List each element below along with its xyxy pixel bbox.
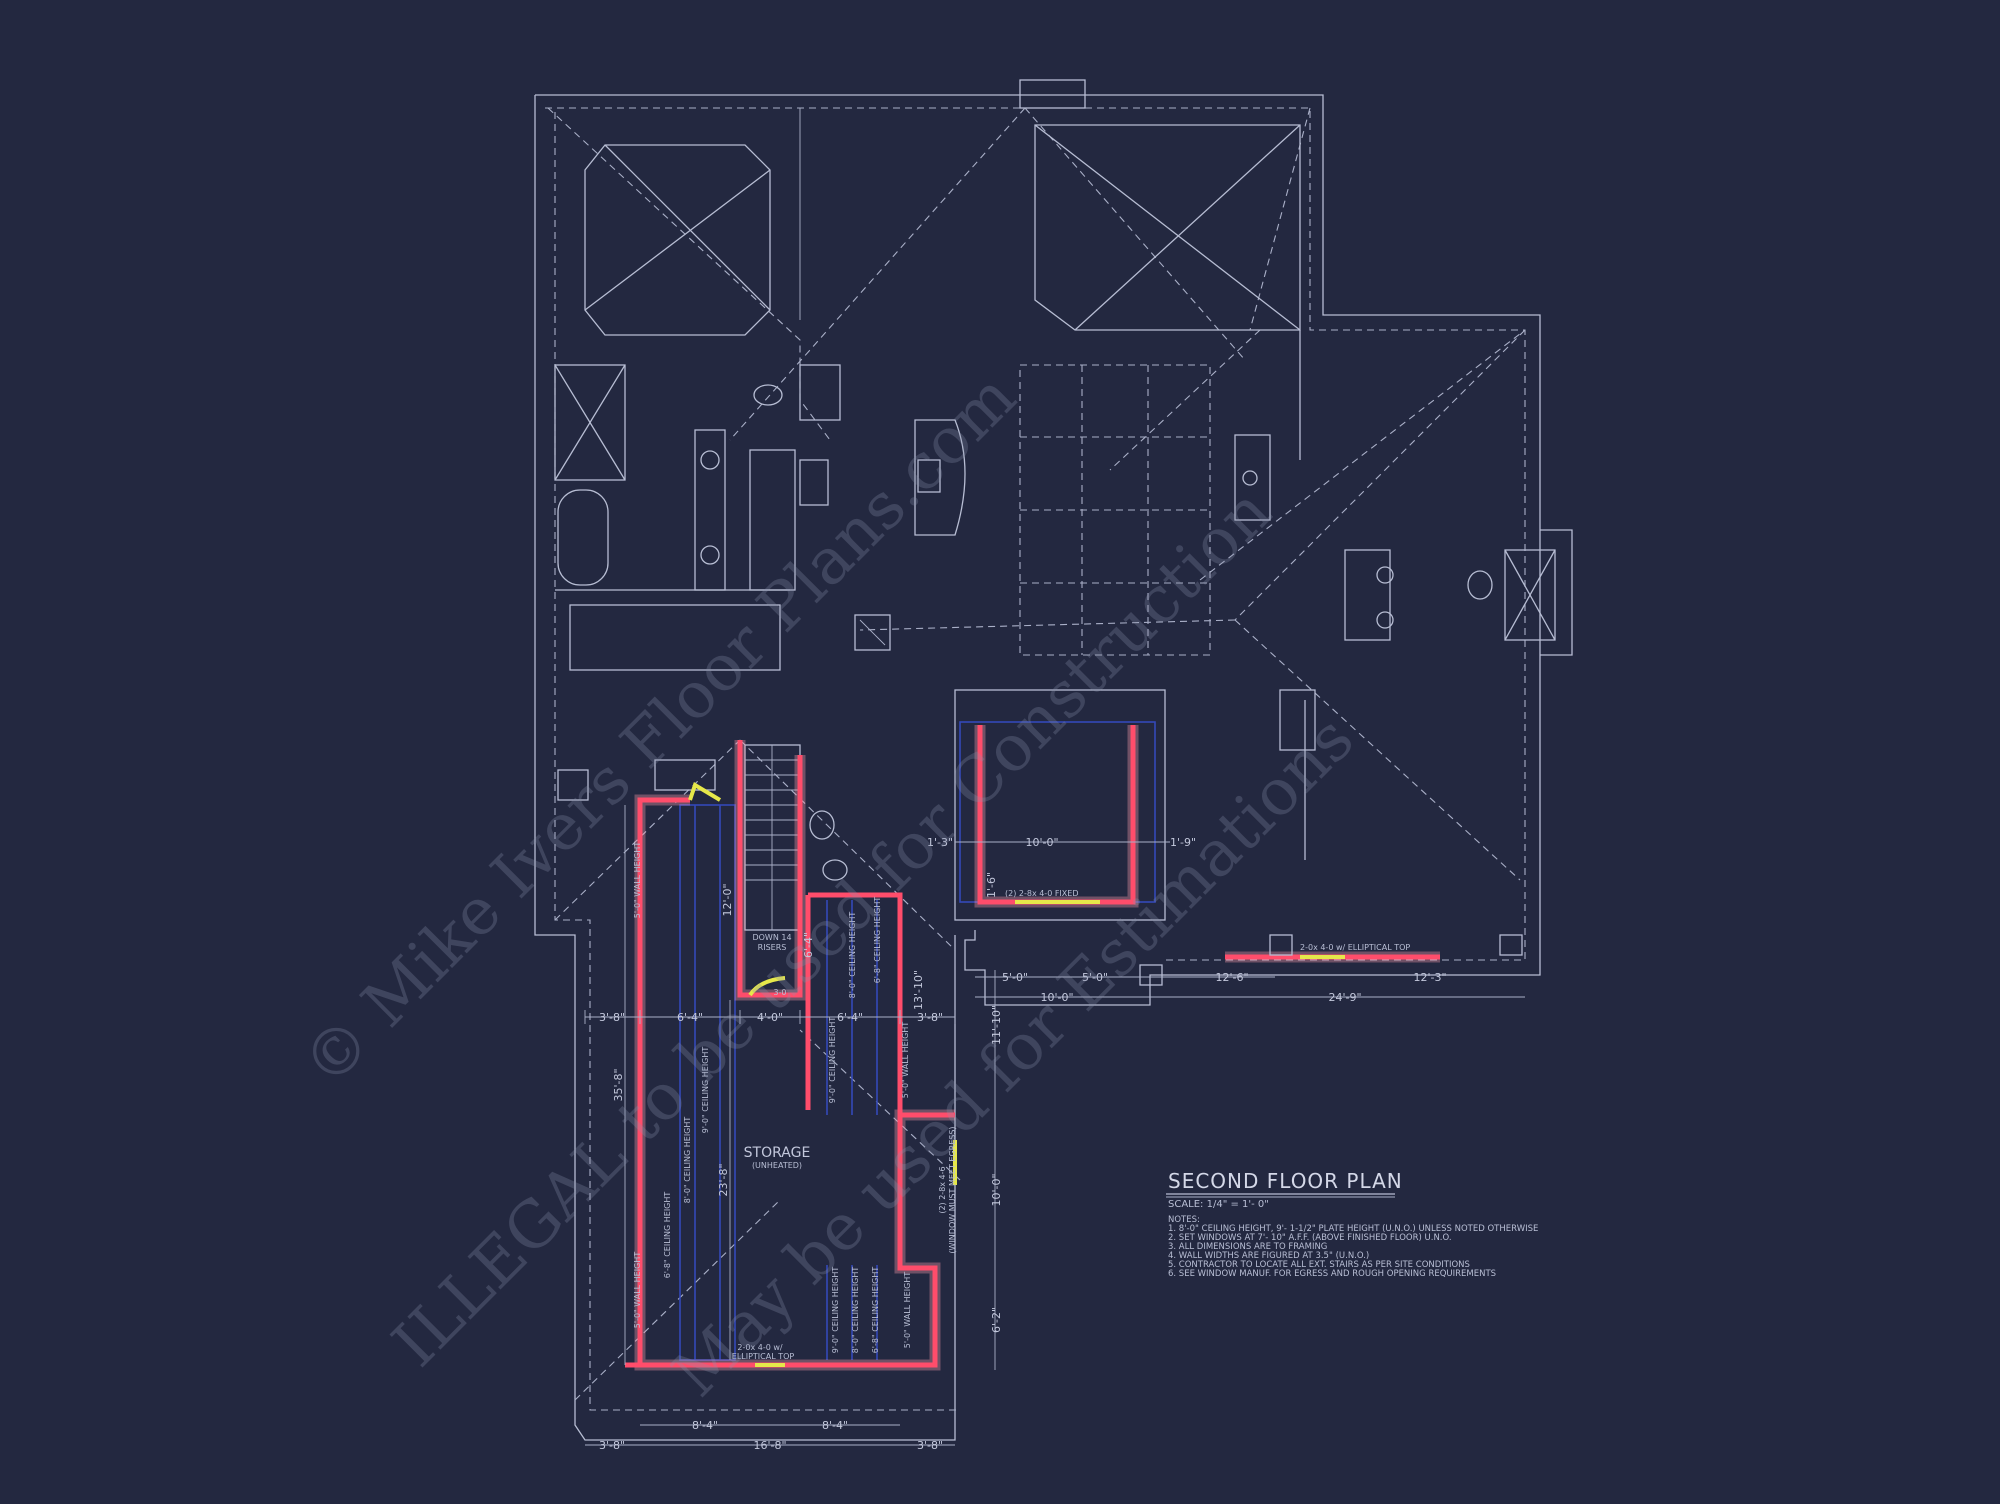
dim-side-6-2: 6'-2" — [990, 1307, 1003, 1333]
dim-wing-12-6: 12'-6" — [1215, 971, 1248, 984]
sink-icon — [700, 450, 720, 470]
dim-top-4-0: 4'-0" — [757, 1011, 783, 1024]
wall-height-label: 5'-0" WALL HEIGHT — [901, 1022, 910, 1099]
vent-grate — [854, 614, 891, 651]
ceiling-height-label: 9'-0" CEILING HEIGHT — [828, 1017, 837, 1104]
ceiling-height-label: 6'-8" CEILING HEIGHT — [871, 1267, 880, 1354]
ceiling-height-label: 8'-0" CEILING HEIGHT — [683, 1117, 692, 1204]
dim-bottom-3-8: 3'-8" — [599, 1439, 625, 1452]
dim-top-6-4: 6'-4" — [677, 1011, 703, 1024]
dim-storage-length: 35'-8" — [612, 1068, 625, 1101]
dim-wing-12-3: 12'-3" — [1413, 971, 1446, 984]
dimension-lines: 3'-8" 6'-4" 4'-0" 6'-4" 3'-8" 35'-8" 23'… — [584, 805, 1525, 1452]
ceiling-height-label: 9'-0" CEILING HEIGHT — [701, 1047, 710, 1134]
note-item: 3. ALL DIMENSIONS ARE TO FRAMING — [1168, 1242, 1327, 1252]
watermark-line3: May be used for Estimations — [659, 702, 1368, 1411]
side-window-label2: (WINDOW MUST MEET EGRESS) — [948, 1126, 957, 1253]
wall-height-label: 5'-0" WALL HEIGHT — [633, 1252, 642, 1329]
door-label: 3-0 — [773, 988, 786, 997]
ceiling-height-label: 8'-0" CEILING HEIGHT — [848, 912, 857, 999]
dim-wing-length: 13'-10" — [912, 970, 925, 1010]
note-item: 6. SEE WINDOW MANUF. FOR EGRESS AND ROUG… — [1168, 1269, 1496, 1279]
dim-top-6-4b: 6'-4" — [837, 1011, 863, 1024]
dim-side-11-10: 11'-10" — [990, 1005, 1003, 1045]
hall-bath — [557, 759, 848, 881]
dim-bottom-16-8: 16'-8" — [753, 1439, 786, 1452]
elliptical-bottom-label1: 2-0x 4-0 w/ — [737, 1343, 782, 1352]
note-item: 5. CONTRACTOR TO LOCATE ALL EXT. STAIRS … — [1168, 1260, 1470, 1270]
right-bottom-wall: 2-0x 4-0 w/ ELLIPTICAL TOP — [1139, 934, 1523, 986]
fixed-window-label: (2) 2-8x 4-0 FIXED — [1005, 889, 1078, 898]
dim-left-offset: 1'-3" — [927, 836, 953, 849]
note-item: 2. SET WINDOWS AT 7'- 10" A.F.F. (ABOVE … — [1168, 1233, 1452, 1243]
dim-wing-5-0: 5'-0" — [1002, 971, 1028, 984]
elliptical-bottom-label2: ELLIPTICAL TOP — [732, 1352, 795, 1361]
title-block: SECOND FLOOR PLAN SCALE: 1/4" = 1'- 0" N… — [1166, 1169, 1538, 1279]
dim-rear-width: 10'-0" — [1025, 836, 1058, 849]
notes-heading: NOTES: — [1168, 1215, 1200, 1225]
elliptical-right-label: 2-0x 4-0 w/ ELLIPTICAL TOP — [1300, 943, 1410, 952]
storage-label: STORAGE — [744, 1145, 811, 1161]
sink-icon — [1376, 566, 1394, 584]
storage-sublabel: (UNHEATED) — [752, 1161, 802, 1170]
dim-stair-length: 12'-0" — [721, 883, 734, 916]
exterior-walls — [534, 79, 1573, 1441]
sink-icon — [1242, 470, 1258, 486]
note-item: 1. 8'-0" CEILING HEIGHT, 9'- 1-1/2" PLAT… — [1168, 1224, 1538, 1234]
side-window-label1: (2) 2-8x 4-6 — [938, 1166, 947, 1213]
dim-wing-24-9: 24'-9" — [1328, 991, 1361, 1004]
bathtub — [557, 489, 609, 586]
room-upper-left — [584, 108, 801, 336]
stair: DOWN 14 RISERS — [744, 744, 801, 952]
dim-bottom-8-4: 8'-4" — [692, 1419, 718, 1432]
plan-title: SECOND FLOOR PLAN — [1168, 1169, 1403, 1193]
stair-note-line2: RISERS — [758, 943, 787, 952]
note-item: 4. WALL WIDTHS ARE FIGURED AT 3.5" (U.N.… — [1168, 1251, 1369, 1261]
wall-height-label: 5'-0" WALL HEIGHT — [633, 842, 642, 919]
room-upper-right — [1034, 124, 1301, 331]
island — [914, 419, 966, 536]
dim-top-3-8: 3'-8" — [599, 1011, 625, 1024]
stair-note-line1: DOWN 14 — [752, 933, 791, 942]
master-bath — [554, 364, 841, 671]
ceiling-height-label: 6'-8" CEILING HEIGHT — [663, 1192, 672, 1279]
toilet-icon — [753, 384, 783, 406]
loft-grid — [1019, 364, 1211, 656]
dim-bottom-3-8b: 3'-8" — [917, 1439, 943, 1452]
dim-sill: 1'-6" — [985, 872, 998, 898]
toilet-icon — [1467, 570, 1493, 600]
toilet-icon — [822, 859, 848, 881]
dim-top-3-8b: 3'-8" — [917, 1011, 943, 1024]
plan-scale: SCALE: 1/4" = 1'- 0" — [1168, 1199, 1269, 1210]
dim-bath-depth: 6'-4" — [802, 932, 815, 958]
dim-right-offset: 1'-9" — [1170, 836, 1196, 849]
dim-wing-10-0: 10'-0" — [1040, 991, 1073, 1004]
sink-icon — [1376, 611, 1394, 629]
right-bath — [1234, 330, 1556, 860]
sink-icon — [809, 810, 835, 840]
wall-height-label: 5'-0" WALL HEIGHT — [903, 1272, 912, 1349]
center-area — [854, 419, 966, 651]
dim-bottom-8-4b: 8'-4" — [822, 1419, 848, 1432]
ceiling-height-label: 6'-8" CEILING HEIGHT — [873, 897, 882, 984]
dim-wing-5-0b: 5'-0" — [1082, 971, 1108, 984]
dim-side-10-0: 10'-0" — [990, 1173, 1003, 1206]
rear-bay: (2) 2-8x 4-0 FIXED 10'-0" 1'-3" 1'-9" 1'… — [927, 689, 1196, 921]
sink-icon — [700, 545, 720, 565]
ceiling-height-label: 9'-0" CEILING HEIGHT — [831, 1267, 840, 1354]
storage-room: STORAGE (UNHEATED) 2-0x 4-0 w/ ELLIPTICA… — [625, 740, 957, 1371]
dim-storage-inner: 23'-8" — [717, 1163, 730, 1196]
ceiling-height-label: 8'-0" CEILING HEIGHT — [851, 1267, 860, 1354]
